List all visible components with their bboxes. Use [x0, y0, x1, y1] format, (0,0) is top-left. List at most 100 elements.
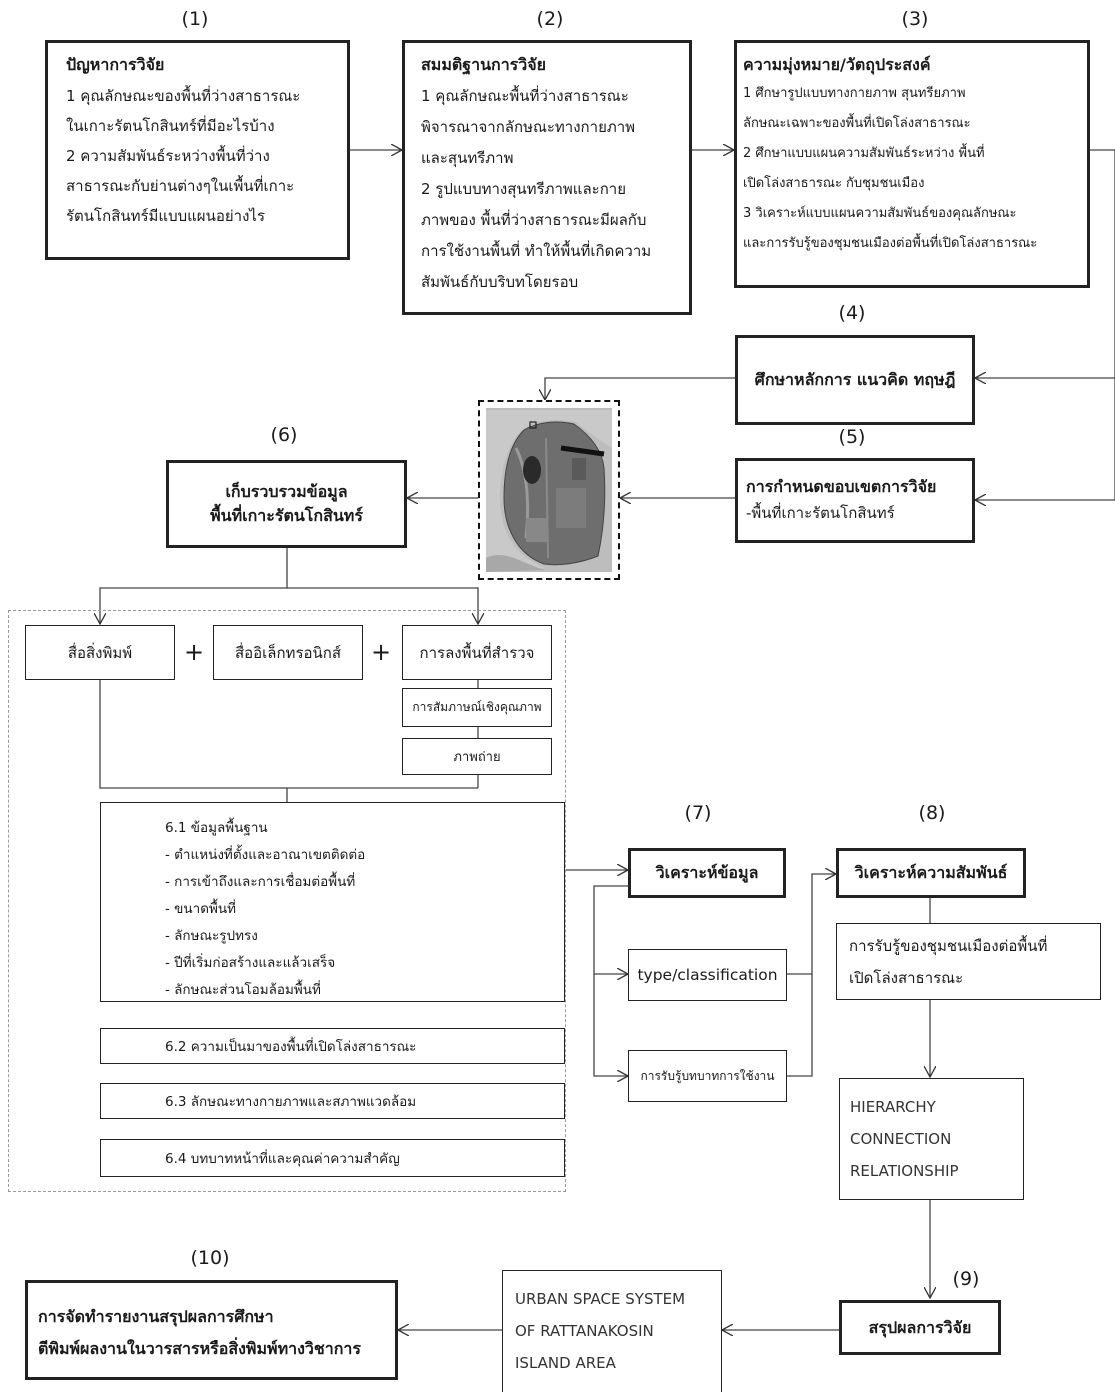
basic-data-line: - ขนาดพื้นที่ [165, 901, 236, 917]
role-perception-box: การรับรู้บทบาทการใช้งาน [628, 1050, 787, 1102]
data-analysis-box: วิเคราะห์ข้อมูล [628, 848, 786, 898]
research-problem-box: ปัญหาการวิจัย 1 คุณลักษณะของพื้นที่ว่างส… [45, 40, 350, 260]
arrow-4-map [545, 377, 735, 400]
map-frame [478, 400, 620, 580]
urban-space-line: URBAN SPACE SYSTEM [515, 1290, 686, 1308]
basic-data-line: 6.1 ข้อมูลพื้นฐาน [165, 820, 268, 836]
arrow-6-survey [287, 587, 478, 624]
step-number-5: (5) [838, 426, 866, 448]
step-number-2: (2) [536, 8, 564, 30]
photo-label: ภาพถ่าย [453, 750, 501, 765]
final-report-line: ตีพิมพ์ผลงานในวารสารหรือสิ่งพิมพ์ทางวิชา… [38, 1339, 362, 1358]
data-collection-box: เก็บรวบรวมข้อมูล พื้นที่เกาะรัตนโกสินทร์ [166, 460, 407, 548]
step-number-1: (1) [181, 8, 209, 30]
objectives-box: ความมุ่งหมาย/วัตถุประสงค์ 1 ศึกษารูปแบบท… [734, 40, 1090, 288]
final-report-box: การจัดทำรายงานสรุปผลการศึกษา ตีพิมพ์ผลงา… [25, 1280, 398, 1380]
step-number-8: (8) [918, 802, 946, 824]
basic-data-line: - ลักษณะส่วนโอมล้อมพื้นที่ [165, 982, 321, 998]
urban-space-line: OF RATTANAKOSIN [515, 1322, 654, 1340]
research-problem-line: รัตนโกสินทร์มีแบบแผนอย่างไร [66, 207, 265, 225]
theory-study-box: ศึกษาหลักการ แนวคิด ทฤษฎี [735, 335, 975, 425]
objectives-title: ความมุ่งหมาย/วัตถุประสงค์ [743, 55, 931, 74]
history-label: 6.2 ความเป็นมาของพื้นที่เปิดโล่งสาธารณะ [165, 1039, 417, 1055]
step-number-3: (3) [901, 8, 929, 30]
hierarchy-line: HIERARCHY [850, 1098, 936, 1116]
print-media-label: สื่อสิ่งพิมพ์ [67, 643, 133, 662]
hypothesis-line: การใช้งานพื้นที่ ทำให้พื้นที่เกิดความ [421, 242, 652, 260]
arrow-type-8 [787, 874, 836, 975]
scope-box: การกำหนดขอบเขตการวิจัย -พื้นที่เกาะรัตนโ… [735, 458, 975, 543]
physical-box: 6.3 ลักษณะทางกายภาพและสภาพแวดล้อม [100, 1083, 565, 1119]
step-number-4: (4) [838, 302, 866, 324]
hypothesis-line: ภาพของ พื้นที่ว่างสาธารณะมีผลกับ [421, 211, 647, 229]
research-problem-line: ในเกาะรัตนโกสินทร์ที่มีอะไรบ้าง [66, 117, 275, 135]
urban-space-system-box: URBAN SPACE SYSTEM OF RATTANAKOSIN ISLAN… [502, 1270, 722, 1392]
basic-data-line: - ตำแหน่งที่ตั้งและอาณาเขตติดต่อ [165, 847, 366, 863]
print-media-box: สื่อสิ่งพิมพ์ [25, 625, 175, 680]
electronic-media-label: สื่ออิเล็กทรอนิกส์ [234, 643, 342, 662]
interview-label: การสัมภาษณ์เชิงคุณภาพ [412, 700, 542, 714]
data-sources-container [8, 610, 566, 1192]
objectives-line: ลักษณะเฉพาะของพื้นที่เปิดโล่งสาธารณะ [743, 116, 971, 131]
role-perception-label: การรับรู้บทบาทการใช้งาน [640, 1068, 775, 1083]
step-number-7: (7) [684, 802, 712, 824]
plus-sign: + [183, 638, 205, 666]
arrow-6-split [100, 548, 288, 624]
objectives-line: และการรับรู้ของชุมชนเมืองต่อพื้นที่เปิดโ… [743, 236, 1038, 251]
hierarchy-line: RELATIONSHIP [850, 1162, 959, 1180]
hierarchy-line: CONNECTION [850, 1130, 952, 1148]
relationship-analysis-title: วิเคราะห์ความสัมพันธ์ [854, 863, 1008, 882]
final-report-line: การจัดทำรายงานสรุปผลการศึกษา [38, 1307, 274, 1326]
data-collection-title: เก็บรวบรวมข้อมูล [225, 482, 348, 501]
type-classification-label: type/classification [637, 966, 778, 984]
hypothesis-box: สมมติฐานการวิจัย 1 คุณลักษณะพื้นที่ว่างส… [402, 40, 692, 315]
field-survey-box: การลงพื้นที่สำรวจ [402, 625, 552, 680]
community-perception-line: เปิดโล่งสาธารณะ [849, 969, 964, 987]
conclusion-box: สรุปผลการวิจัย [839, 1300, 1001, 1355]
hypothesis-line: 1 คุณลักษณะพื้นที่ว่างสาธารณะ [421, 87, 629, 105]
hierarchy-box: HIERARCHY CONNECTION RELATIONSHIP [839, 1078, 1024, 1200]
type-classification-box: type/classification [628, 949, 787, 1001]
interview-box: การสัมภาษณ์เชิงคุณภาพ [402, 688, 552, 727]
field-survey-label: การลงพื้นที่สำรวจ [419, 643, 535, 662]
objectives-line: 3 วิเคราะห์แบบแผนความสัมพันธ์ของคุณลักษณ… [743, 206, 1017, 221]
step-number-6: (6) [270, 424, 298, 446]
merge-lines [99, 680, 478, 789]
research-problem-line: สาธารณะกับย่านต่างๆในเพื้นที่เกาะ [66, 177, 295, 195]
hypothesis-title: สมมติฐานการวิจัย [421, 55, 546, 74]
hypothesis-line: 2 รูปแบบทางสุนทรีภาพและกาย [421, 180, 626, 198]
community-perception-box: การรับรู้ของชุมชนเมืองต่อพื้นที่ เปิดโล่… [836, 923, 1101, 1000]
objectives-line: 2 ศึกษาแบบแผนความสัมพันธ์ระหว่าง พื้นที่ [743, 146, 985, 161]
relationship-analysis-box: วิเคราะห์ความสัมพันธ์ [836, 848, 1026, 898]
data-analysis-title: วิเคราะห์ข้อมูล [655, 863, 759, 882]
theory-study-title: ศึกษาหลักการ แนวคิด ทฤษฎี [754, 370, 956, 389]
scope-subtitle: -พื้นที่เกาะรัตนโกสินทร์ [746, 504, 895, 522]
community-perception-line: การรับรู้ของชุมชนเมืองต่อพื้นที่ [849, 937, 1048, 955]
arrow-3-rail [1090, 149, 1115, 500]
arrow-7-role [593, 974, 628, 1076]
research-problem-title: ปัญหาการวิจัย [66, 55, 165, 74]
basic-data-line: - ลักษณะรูปทรง [165, 928, 258, 944]
basic-data-line: - การเข้าถึงและการเชื่อมต่อพื้นที่ [165, 874, 356, 890]
rattanakosin-map-image [486, 408, 612, 572]
arrow-role-8 [787, 974, 813, 1077]
data-collection-title: พื้นที่เกาะรัตนโกสินทร์ [210, 506, 363, 525]
physical-label: 6.3 ลักษณะทางกายภาพและสภาพแวดล้อม [165, 1094, 417, 1110]
photo-box: ภาพถ่าย [402, 738, 552, 775]
role-value-label: 6.4 บทบาทหน้าที่และคุณค่าความสำคัญ [165, 1151, 400, 1167]
hypothesis-line: และสุนทรีภาพ [421, 149, 514, 167]
basic-data-box: 6.1 ข้อมูลพื้นฐาน - ตำแหน่งที่ตั้งและอาณ… [100, 802, 565, 1002]
arrow-7-type [593, 885, 628, 974]
research-problem-line: 2 ความสัมพันธ์ระหว่างพื้นที่ว่าง [66, 147, 270, 165]
hypothesis-line: สัมพันธ์กับบริบทโดยรอบ [421, 273, 579, 291]
urban-space-line: ISLAND AREA [515, 1354, 616, 1372]
role-value-box: 6.4 บทบาทหน้าที่และคุณค่าความสำคัญ [100, 1139, 565, 1177]
basic-data-line: - ปีที่เริ่มก่อสร้างและแล้วเสร็จ [165, 955, 336, 971]
scope-title: การกำหนดขอบเขตการวิจัย [746, 477, 937, 496]
step-number-9: (9) [952, 1268, 980, 1290]
plus-sign: + [370, 638, 392, 666]
electronic-media-box: สื่ออิเล็กทรอนิกส์ [213, 625, 363, 680]
history-box: 6.2 ความเป็นมาของพื้นที่เปิดโล่งสาธารณะ [100, 1028, 565, 1064]
step-number-10: (10) [190, 1247, 230, 1269]
